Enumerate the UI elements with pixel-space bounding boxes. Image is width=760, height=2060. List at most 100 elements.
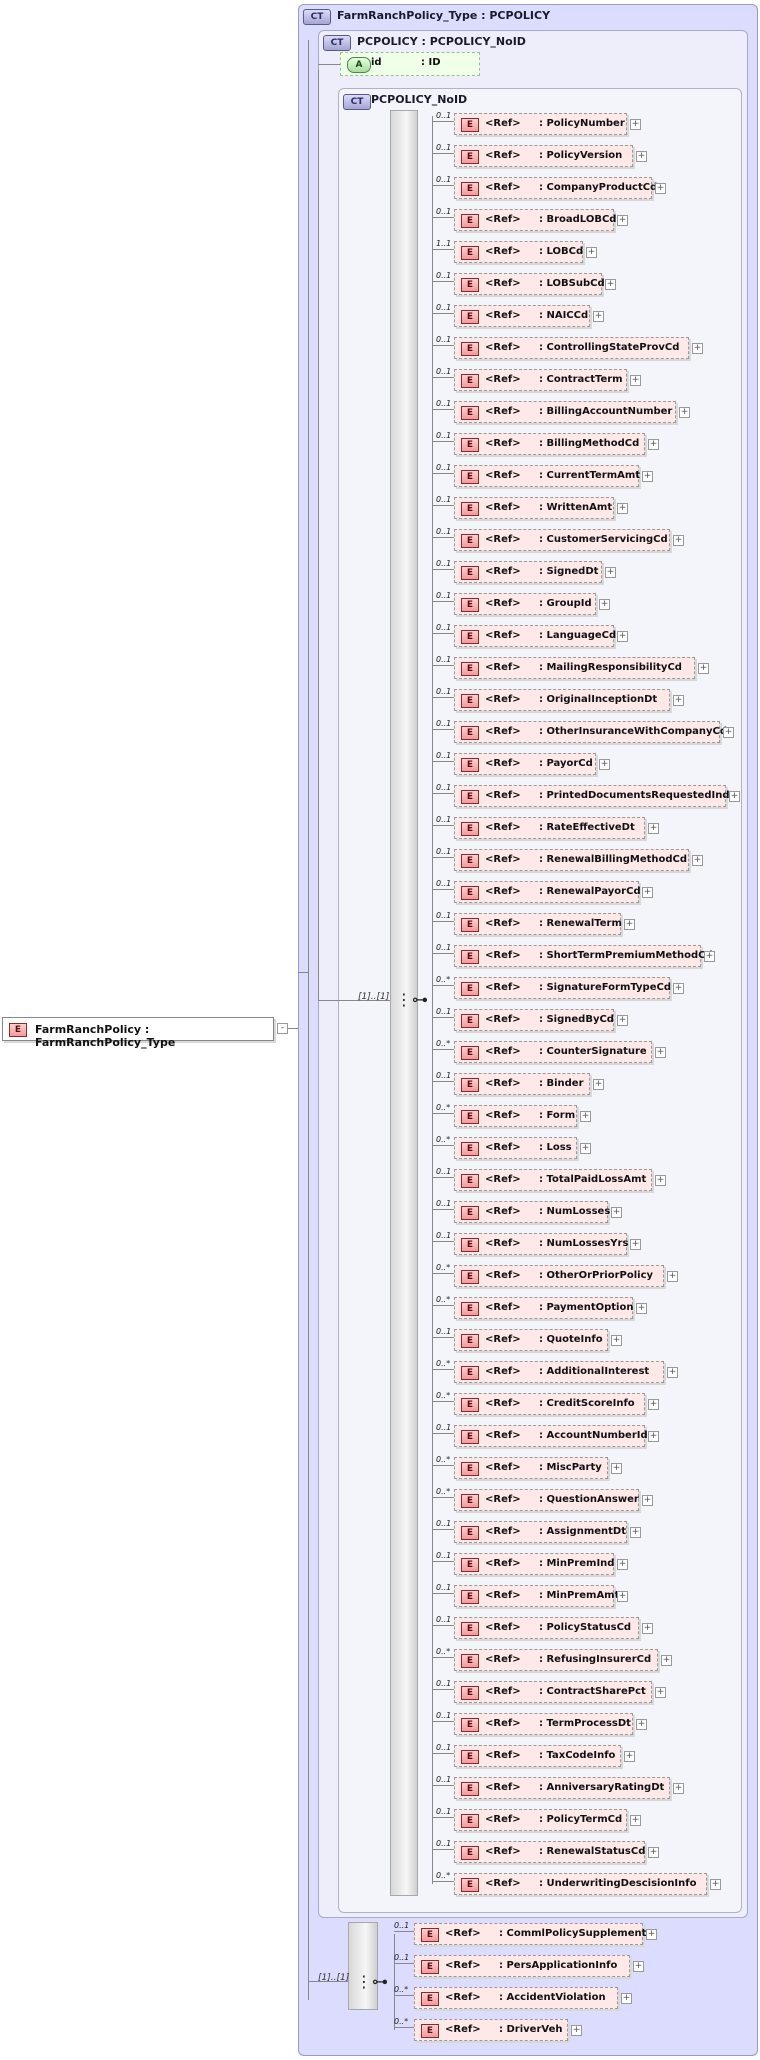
element-ref[interactable]: E<Ref>: TaxCodeInfo xyxy=(454,1745,621,1767)
element-ref[interactable]: E<Ref>: SignedByCd xyxy=(454,1009,614,1031)
element-ref[interactable]: E<Ref>: MinPremAmt xyxy=(454,1585,619,1607)
element-ref[interactable]: E<Ref>: NAICCd xyxy=(454,305,590,327)
element-ref[interactable]: E<Ref>: BroadLOBCd xyxy=(454,209,616,231)
expand-plus-icon[interactable]: + xyxy=(679,407,690,418)
expand-plus-icon[interactable]: + xyxy=(723,727,734,738)
expand-plus-icon[interactable]: + xyxy=(636,1303,647,1314)
expand-plus-icon[interactable]: + xyxy=(648,1847,659,1858)
element-ref[interactable]: E<Ref>: BillingAccountNumber xyxy=(454,401,676,423)
element-ref[interactable]: E<Ref>: PolicyVersion xyxy=(454,145,633,167)
expand-plus-icon[interactable]: + xyxy=(642,1495,653,1506)
expand-plus-icon[interactable]: + xyxy=(704,951,715,962)
expand-plus-icon[interactable]: + xyxy=(621,1993,632,2004)
expand-plus-icon[interactable]: + xyxy=(667,1271,678,1282)
element-ref[interactable]: E<Ref>: BillingMethodCd xyxy=(454,433,645,455)
element-ref[interactable]: E<Ref>: PolicyStatusCd xyxy=(454,1617,639,1639)
expand-plus-icon[interactable]: + xyxy=(580,1111,591,1122)
expand-plus-icon[interactable]: + xyxy=(611,1335,622,1346)
expand-plus-icon[interactable]: + xyxy=(648,1431,659,1442)
expand-plus-icon[interactable]: + xyxy=(673,1783,684,1794)
element-ref[interactable]: E<Ref>: QuoteInfo xyxy=(454,1329,608,1351)
element-ref[interactable]: E<Ref>: RateEffectiveDt xyxy=(454,817,645,839)
expand-plus-icon[interactable]: + xyxy=(617,631,628,642)
element-ref[interactable]: E<Ref>: NumLossesYrs xyxy=(454,1233,628,1255)
element-ref[interactable]: E<Ref>: Form xyxy=(454,1105,577,1127)
expand-plus-icon[interactable]: + xyxy=(593,311,604,322)
element-ref[interactable]: E<Ref>: AccountNumberId xyxy=(454,1425,648,1447)
element-ref[interactable]: E<Ref>: OtherInsuranceWithCompanyCd xyxy=(454,721,727,743)
element-ref[interactable]: E<Ref>: AnniversaryRatingDt xyxy=(454,1777,670,1799)
attribute-id[interactable]: A id : ID xyxy=(340,52,480,76)
element-ref[interactable]: E<Ref>: RenewalBillingMethodCd xyxy=(454,849,689,871)
expand-plus-icon[interactable]: + xyxy=(571,2025,582,2036)
element-ref[interactable]: E<Ref>: MailingResponsibilityCd xyxy=(454,657,695,679)
element-ref[interactable]: E<Ref>: ControllingStateProvCd xyxy=(454,337,689,359)
expand-plus-icon[interactable]: + xyxy=(636,1719,647,1730)
sequence-icon[interactable]: ⋮⊶ xyxy=(396,990,428,1009)
element-ref[interactable]: E<Ref>: AdditionalInterest xyxy=(454,1361,664,1383)
expand-plus-icon[interactable]: + xyxy=(630,1239,641,1250)
expand-plus-icon[interactable]: + xyxy=(617,1559,628,1570)
element-ref[interactable]: E<Ref>: RefusingInsurerCd xyxy=(454,1649,658,1671)
element-ref[interactable]: E<Ref>: ContractSharePct xyxy=(454,1681,652,1703)
expand-plus-icon[interactable]: + xyxy=(667,1367,678,1378)
expand-plus-icon[interactable]: + xyxy=(624,1751,635,1762)
element-ref[interactable]: E<Ref>: QuestionAnswer xyxy=(454,1489,639,1511)
element-ref[interactable]: E<Ref>: UnderwritingDescisionInfo xyxy=(454,1873,707,1895)
element-ref[interactable]: E<Ref>: SignatureFormTypeCd xyxy=(454,977,671,999)
expand-plus-icon[interactable]: + xyxy=(599,599,610,610)
expand-plus-icon[interactable]: + xyxy=(710,1879,721,1890)
expand-plus-icon[interactable]: + xyxy=(655,183,666,194)
element-ref[interactable]: E<Ref>: CurrentTermAmt xyxy=(454,465,640,487)
expand-plus-icon[interactable]: + xyxy=(642,887,653,898)
expand-plus-icon[interactable]: + xyxy=(630,375,641,386)
element-ref[interactable]: E<Ref>: ShortTermPremiumMethodCd xyxy=(454,945,713,967)
expand-plus-icon[interactable]: + xyxy=(648,439,659,450)
expand-plus-icon[interactable]: + xyxy=(630,1527,641,1538)
element-ref[interactable]: E<Ref>: ContractTerm xyxy=(454,369,627,391)
root-element-farmranchpolicy[interactable]: E FarmRanchPolicy : FarmRanchPolicy_Type xyxy=(2,1017,274,1049)
expand-plus-icon[interactable]: + xyxy=(630,119,641,130)
element-ref[interactable]: E<Ref>: LanguageCd xyxy=(454,625,616,647)
expand-plus-icon[interactable]: + xyxy=(646,1929,657,1940)
element-ref[interactable]: E<Ref>: RenewalTerm xyxy=(454,913,622,935)
element-ref[interactable]: E<Ref>: WrittenAmt xyxy=(454,497,614,519)
element-ref[interactable]: E<Ref>: CommlPolicySupplement xyxy=(414,1923,646,1945)
element-ref[interactable]: E<Ref>: PaymentOption xyxy=(454,1297,633,1319)
expand-plus-icon[interactable]: + xyxy=(698,663,709,674)
expand-plus-icon[interactable]: + xyxy=(633,1961,644,1972)
element-ref[interactable]: E<Ref>: AccidentViolation xyxy=(414,1987,618,2009)
element-ref[interactable]: E<Ref>: OtherOrPriorPolicy xyxy=(454,1265,664,1287)
expand-plus-icon[interactable]: + xyxy=(624,919,635,930)
element-ref[interactable]: E<Ref>: Loss xyxy=(454,1137,577,1159)
expand-plus-icon[interactable]: + xyxy=(599,759,610,770)
element-ref[interactable]: E<Ref>: RenewalStatusCd xyxy=(454,1841,645,1863)
sequence-icon[interactable]: ⋮⊶ xyxy=(356,1972,388,1991)
expand-plus-icon[interactable]: + xyxy=(655,1687,666,1698)
element-ref[interactable]: E<Ref>: PolicyNumber xyxy=(454,113,627,135)
expand-plus-icon[interactable]: + xyxy=(642,471,653,482)
expand-plus-icon[interactable]: + xyxy=(655,1047,666,1058)
element-ref[interactable]: E<Ref>: GroupId xyxy=(454,593,596,615)
element-ref[interactable]: E<Ref>: NumLosses xyxy=(454,1201,610,1223)
expand-plus-icon[interactable]: + xyxy=(605,567,616,578)
expand-plus-icon[interactable]: + xyxy=(630,1815,641,1826)
expand-plus-icon[interactable]: + xyxy=(617,215,628,226)
expand-plus-icon[interactable]: + xyxy=(655,1175,666,1186)
element-ref[interactable]: E<Ref>: PayorCd xyxy=(454,753,596,775)
element-ref[interactable]: E<Ref>: PrintedDocumentsRequestedInd xyxy=(454,785,730,807)
element-ref[interactable]: E<Ref>: MiscParty xyxy=(454,1457,608,1479)
expand-plus-icon[interactable]: + xyxy=(692,855,703,866)
expand-plus-icon[interactable]: + xyxy=(611,1207,622,1218)
element-ref[interactable]: E<Ref>: LOBCd xyxy=(454,241,583,263)
expand-plus-icon[interactable]: + xyxy=(692,343,703,354)
expand-plus-icon[interactable]: + xyxy=(580,1143,591,1154)
element-ref[interactable]: E<Ref>: RenewalPayorCd xyxy=(454,881,641,903)
element-ref[interactable]: E<Ref>: OriginalInceptionDt xyxy=(454,689,670,711)
expand-plus-icon[interactable]: + xyxy=(617,1591,628,1602)
expand-plus-icon[interactable]: + xyxy=(648,823,659,834)
element-ref[interactable]: E<Ref>: CreditScoreInfo xyxy=(454,1393,645,1415)
element-ref[interactable]: E<Ref>: CompanyProductCd xyxy=(454,177,657,199)
expand-plus-icon[interactable]: + xyxy=(673,535,684,546)
expand-plus-icon[interactable]: + xyxy=(729,791,740,802)
